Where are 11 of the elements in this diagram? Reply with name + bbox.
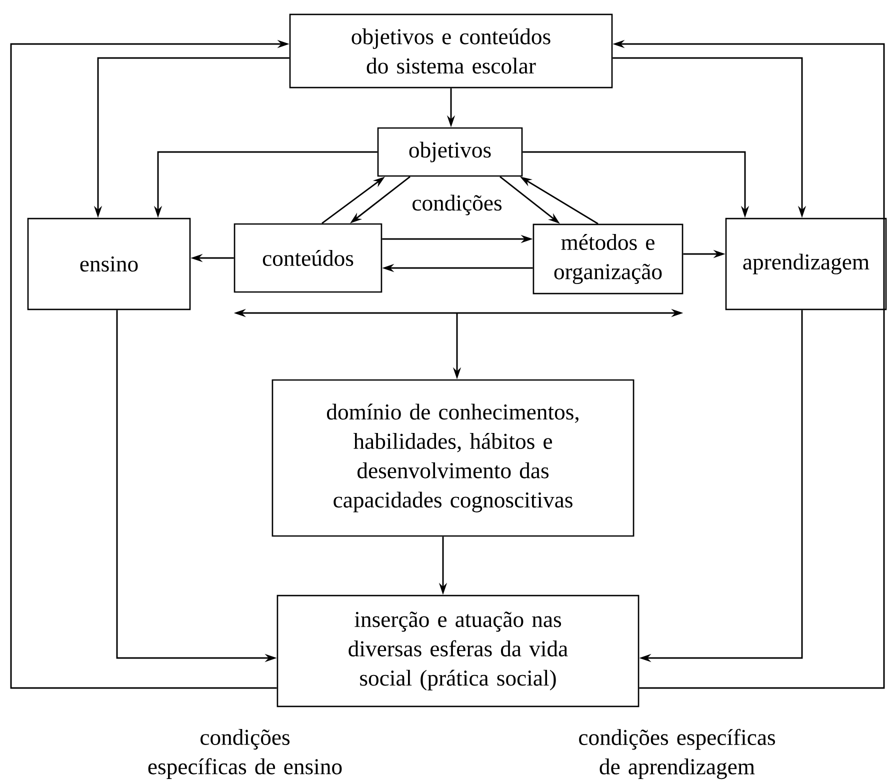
caption-text: condições específicas de aprendizagem <box>579 728 776 780</box>
process-box: métodos e organização <box>532 224 684 294</box>
process-box: inserção e atuação nas diversas esferas da vida social (prática social) <box>276 594 640 708</box>
process-box: domínio de conhecimentos, habilidades, hábitos e desenvolvimento das capacidades cognoscitivas <box>272 379 634 537</box>
process-box: aprendizagem <box>725 218 887 310</box>
caption-text: condições específicas de ensino <box>148 729 342 779</box>
process-box: conteúdos <box>234 223 382 293</box>
process-box: objetivos <box>377 127 523 177</box>
process-box: ensino <box>27 218 191 310</box>
text-label: condições <box>412 194 502 216</box>
process-box: objetivos e conteúdos do sistema escolar <box>289 14 613 88</box>
